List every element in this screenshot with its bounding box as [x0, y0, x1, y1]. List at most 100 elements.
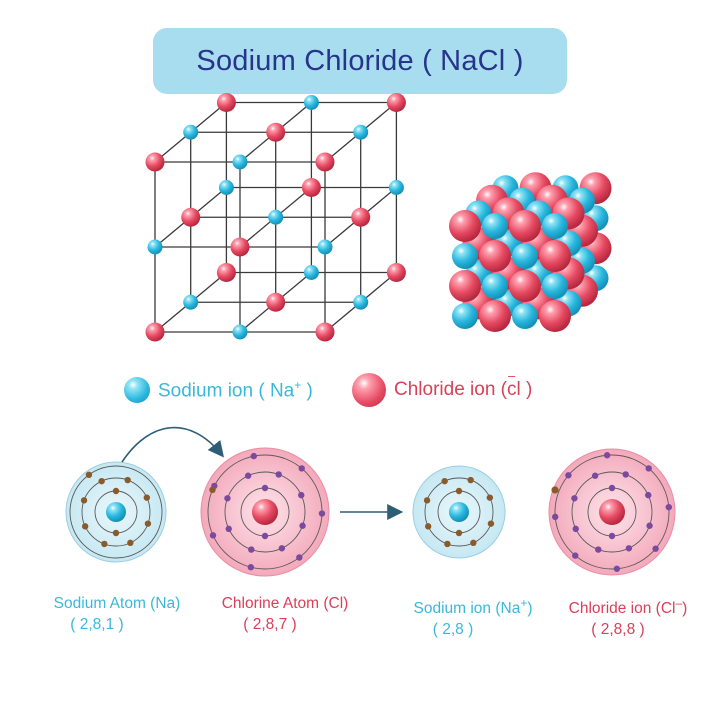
electron: [244, 472, 252, 479]
chloride-ion-ball: [352, 373, 386, 407]
chloride-ion: [449, 270, 481, 302]
electron: [209, 532, 217, 539]
electron-shell: [224, 471, 306, 553]
sodium-ion: [232, 324, 248, 340]
electron-shell: [69, 465, 163, 559]
chloride-ion-close: ): [682, 600, 688, 618]
electron: [572, 525, 579, 533]
sodium-ion: [388, 180, 404, 195]
electron: [467, 476, 474, 484]
nacl-lattice-packed: [449, 172, 612, 332]
nucleus: [449, 502, 469, 522]
electron: [470, 539, 477, 547]
chloride-ion: [145, 152, 165, 172]
chloride-ion: [315, 322, 335, 342]
transferred-electron: [209, 486, 216, 494]
electron: [101, 540, 108, 548]
chloride-ion: [230, 237, 250, 257]
electron-shell: [571, 471, 653, 553]
sodium-ion: [512, 243, 538, 269]
electron: [124, 476, 131, 484]
page-title: Sodium Chloride ( NaCl ): [196, 44, 524, 77]
chloride-ion: [479, 300, 511, 332]
chloride-ion: [539, 300, 571, 332]
electron: [424, 523, 432, 530]
electron: [591, 472, 599, 479]
gained-electron: [551, 486, 559, 494]
electron: [296, 554, 303, 561]
nucleus: [106, 502, 126, 522]
electron: [613, 565, 621, 572]
legend-chloride-close: ): [526, 379, 533, 400]
electron: [275, 471, 282, 478]
sodium-ion: [353, 124, 369, 140]
electron: [572, 552, 579, 559]
electron: [318, 510, 326, 517]
chloride-ion: [386, 93, 406, 112]
electron-shell: [424, 477, 494, 547]
sodium-ion: [452, 303, 478, 329]
chloride-ion: [181, 207, 201, 227]
electron: [455, 529, 463, 537]
sodium-ion: [218, 180, 234, 195]
sodium-ion: [303, 95, 319, 110]
electron: [625, 545, 633, 552]
chloride-ion: [315, 152, 335, 172]
electron: [571, 495, 578, 502]
chloride-ion-sup: –: [675, 596, 683, 610]
electron: [645, 465, 652, 472]
electron: [444, 540, 451, 548]
chloride-ion: [145, 322, 165, 342]
electron: [250, 452, 258, 460]
chloride-ion: [216, 263, 236, 282]
atom-shell-diagrams: [65, 447, 676, 577]
electron: [608, 484, 616, 492]
nucleus: [599, 499, 625, 525]
legend-sodium: Sodium ion ( Na+ ): [124, 372, 313, 408]
electron: [603, 452, 611, 459]
chloride-ion: [351, 207, 371, 227]
electron: [261, 532, 269, 540]
chloride-ion-name: Chloride ion (Cl: [568, 600, 676, 618]
electron: [143, 494, 151, 501]
electron: [127, 539, 134, 547]
electron: [645, 491, 652, 499]
label-sodium-ion: Sodium ion (Na+) ( 2,8 ): [398, 593, 548, 640]
nacl-lattice-wireframe: [145, 93, 406, 342]
electron: [565, 472, 572, 479]
electron: [81, 523, 89, 530]
sodium-ion: [183, 124, 199, 140]
sodium-ion: [303, 265, 319, 280]
electron: [112, 529, 120, 537]
electron-shell: [554, 454, 670, 570]
title-banner: Sodium Chloride ( NaCl ): [153, 28, 567, 94]
atom-diagram-3: [548, 448, 676, 576]
sodium-ion: [232, 154, 248, 170]
electron: [298, 465, 305, 472]
legend-sodium-label: Sodium ion ( Na: [158, 380, 295, 402]
sodium-ion: [147, 239, 163, 255]
label-chloride-ion: Chloride ion (Cl–) ( 2,8,8 ): [548, 593, 708, 640]
chloride-ion: [386, 263, 406, 282]
electron: [261, 484, 269, 492]
chlorine-atom-config: ( 2,8,7 ): [243, 616, 297, 633]
chloride-ion: [509, 270, 541, 302]
sodium-ion-name: Sodium ion (Na: [413, 600, 521, 618]
electron: [224, 495, 231, 502]
sodium-ion: [482, 213, 508, 239]
legend-chloride-sup: –: [508, 368, 516, 383]
electron-transfer-arrow: [121, 426, 225, 463]
legend-chloride: Chloride ion (cl– ): [352, 368, 533, 408]
label-sodium-atom: Sodium Atom (Na) ( 2,8,1 ): [32, 593, 202, 635]
chloride-ion-config: ( 2,8,8 ): [591, 621, 645, 639]
electron: [552, 513, 559, 521]
chlorine-atom-name: Chlorine Atom (Cl): [221, 595, 349, 612]
electron: [487, 520, 495, 527]
atom-diagram-2: [412, 465, 506, 559]
chloride-ion: [539, 240, 571, 272]
electron: [622, 471, 629, 478]
sodium-ion-close: ): [527, 600, 533, 618]
electron: [441, 477, 448, 485]
sodium-ion: [542, 213, 568, 239]
